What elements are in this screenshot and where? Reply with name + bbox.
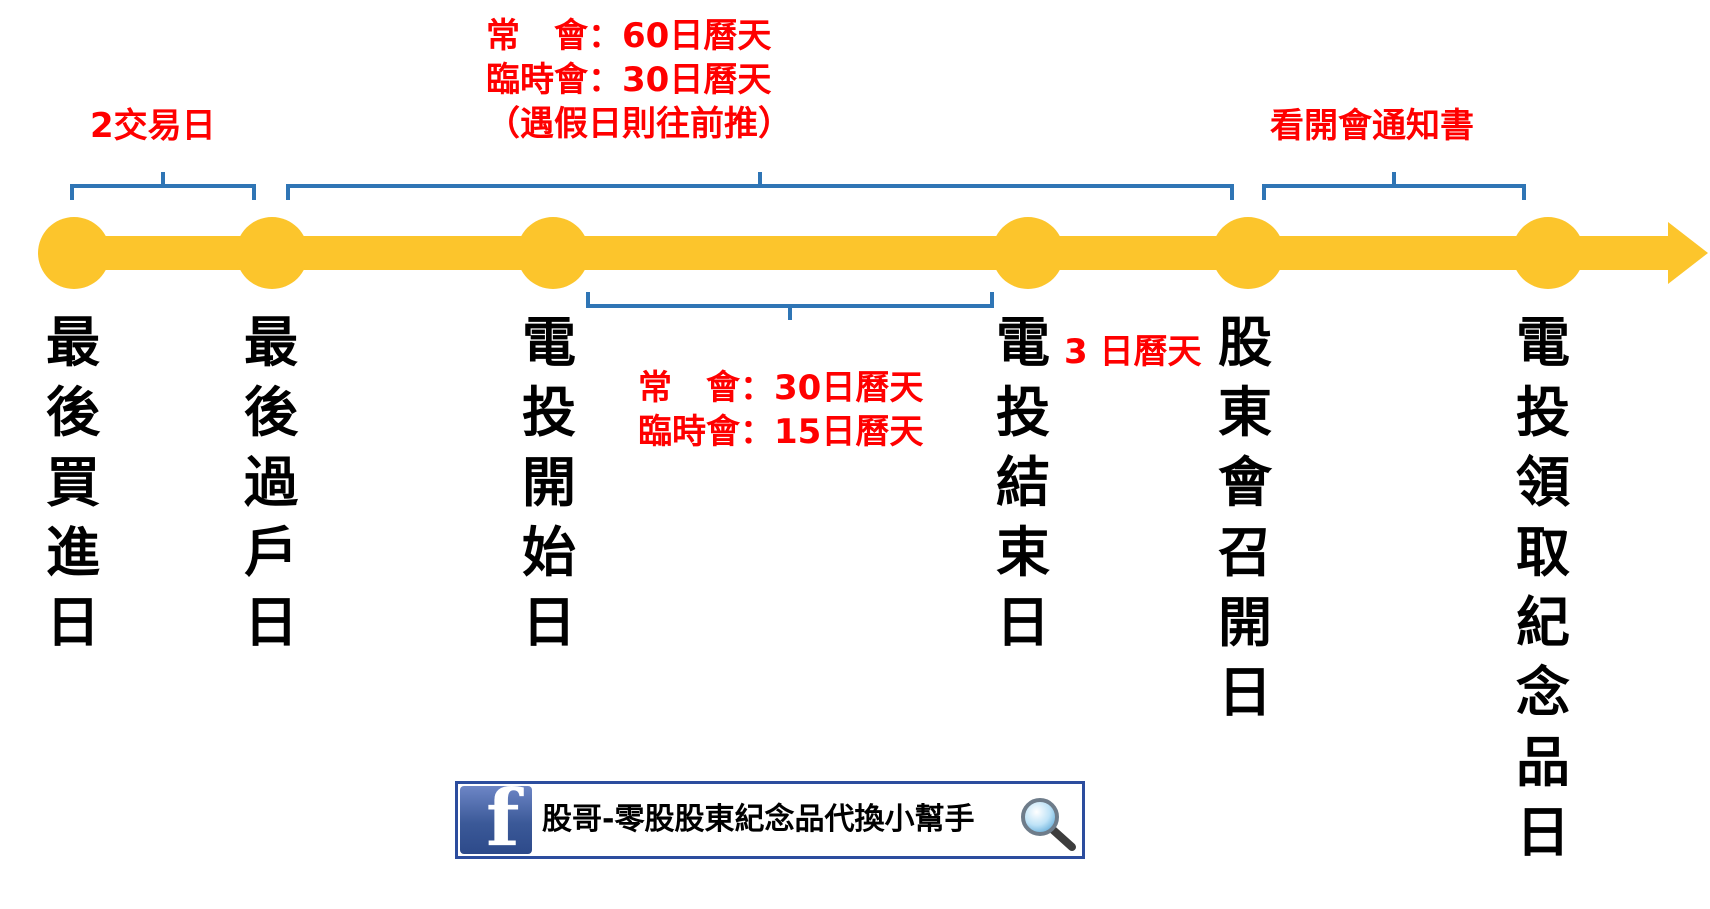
- milestone-dot-meeting: [1212, 217, 1284, 289]
- brackets: [70, 172, 1526, 320]
- milestone-label-voting-start: 電投開始日: [522, 311, 576, 654]
- note-notice: 看開會通知書: [1270, 106, 1474, 146]
- timeline-axis: [38, 217, 1708, 289]
- milestone-label-gift-pickup: 電投領取紀念品日: [1516, 311, 1570, 864]
- timeline-bar: [72, 236, 1670, 270]
- note-meeting-line: 臨時會：30日曆天: [486, 60, 772, 100]
- milestone-label-voting-end: 電投結束日: [996, 311, 1050, 654]
- note-voting-line: 臨時會：15日曆天: [638, 412, 924, 452]
- facebook-banner[interactable]: f 股哥-零股股東紀念品代換小幫手: [455, 781, 1085, 859]
- milestone-label-last-buy: 最後買進日: [46, 311, 100, 654]
- milestone-dot-voting-start: [517, 217, 589, 289]
- magnifier-icon: [1021, 798, 1076, 851]
- note-three-days: 3 日曆天: [1064, 332, 1202, 372]
- bracket-trade-days: [70, 172, 256, 200]
- milestone-dot-last-buy: [38, 217, 110, 289]
- note-meeting-line: （遇假日則往前推）: [486, 104, 792, 144]
- timeline-arrow-head: [1668, 222, 1708, 284]
- milestone-dot-voting-end: [992, 217, 1064, 289]
- milestone-dot-gift-pickup: [1512, 217, 1584, 289]
- note-meeting-period: 常 會：60日曆天 臨時會：30日曆天 （遇假日則往前推）: [486, 14, 792, 146]
- bracket-meeting-period: [286, 172, 1234, 200]
- milestone-label-last-transfer: 最後過戶日: [244, 311, 298, 654]
- note-voting-line: 常 會：30日曆天: [638, 368, 924, 408]
- bracket-notice: [1262, 172, 1526, 200]
- milestone-label-meeting: 股東會召開日: [1218, 311, 1272, 724]
- facebook-page-name: 股哥-零股股東紀念品代換小幫手: [542, 802, 975, 837]
- note-voting-period: 常 會：30日曆天 臨時會：15日曆天: [638, 366, 923, 454]
- facebook-icon: f: [460, 786, 532, 854]
- facebook-logo-letter: f: [486, 786, 520, 854]
- bracket-voting-period: [586, 292, 994, 320]
- note-trade-days: 2交易日: [90, 106, 216, 146]
- note-meeting-line: 常 會：60日曆天: [486, 16, 772, 56]
- milestone-dot-last-transfer: [236, 217, 308, 289]
